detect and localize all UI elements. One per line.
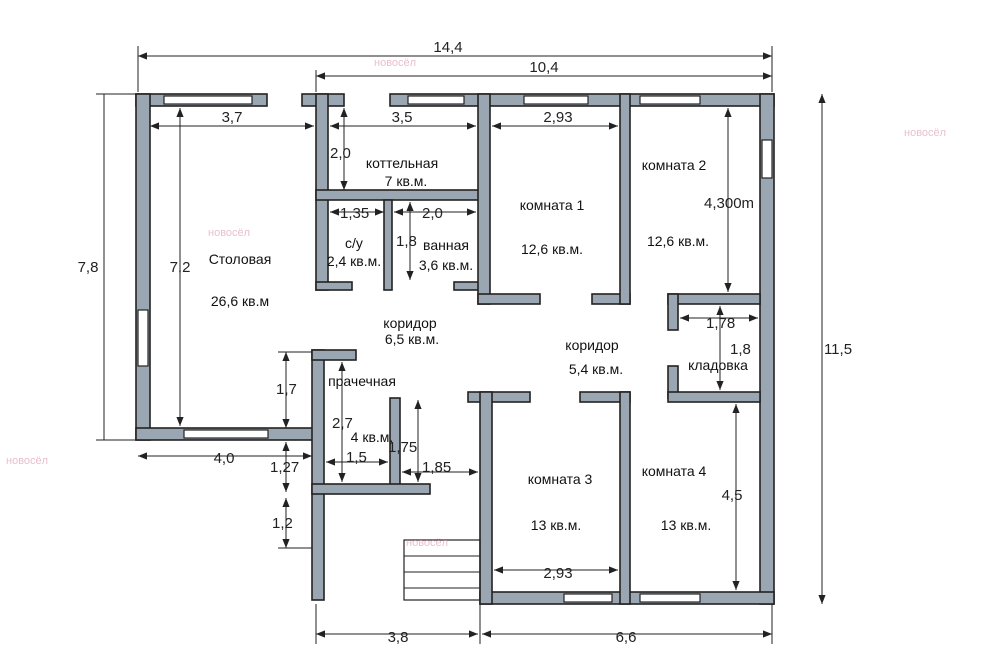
wall-room3-top-left [467, 391, 531, 403]
room-wc-name: с/у [345, 235, 363, 251]
dim-porch-height: 1,2 [272, 515, 293, 532]
wall-storage-left-upper [667, 293, 679, 331]
room-laundry-area: 4 кв.м. [351, 429, 394, 445]
room-boiler-name: коттельная [366, 155, 438, 171]
room-4-name: комната 4 [642, 463, 707, 479]
watermark-3: новосёл [208, 227, 250, 239]
room-corridor1-area: 6,5 кв.м. [385, 331, 439, 347]
dim-dining-height: 7,2 [170, 259, 191, 276]
room-3-area: 13 кв.м. [531, 517, 581, 533]
wall-laundry-top [311, 349, 357, 361]
window-boiler-top [407, 95, 465, 105]
dim-room4-height: 4,5 [722, 487, 743, 504]
room-wc-area: 2,4 кв.м. [327, 253, 381, 269]
room-2-area: 12,6 кв.м. [647, 233, 709, 249]
room-storage-name: кладовка [688, 357, 748, 373]
watermark-logo-text: новосёл [6, 455, 48, 467]
dim-room1-width: 2,93 [543, 109, 572, 126]
window-dining-bottom [183, 429, 269, 439]
dim-wc-width: 1,35 [340, 205, 369, 222]
watermark-logo-text: новосёл [904, 127, 946, 139]
wall-room3-left [479, 391, 493, 605]
watermark-4: новосёл [6, 455, 48, 467]
watermark-logo-text: новосёл [374, 57, 416, 69]
porch-outline [403, 539, 481, 601]
room-labels: коттельная 7 кв.м. Столовая 26,6 кв.м с/… [209, 155, 748, 533]
dim-room3-width: 2,93 [543, 565, 572, 582]
dim-total-width: 14,4 [433, 39, 462, 56]
wall-laundry-left [311, 349, 325, 601]
watermark-logo-text: новосёл [406, 537, 448, 549]
dim-laundry-width: 1,5 [346, 449, 367, 466]
watermark-2: новосёл [904, 127, 946, 139]
wall-bath-bottom-stub [315, 281, 353, 291]
wall-bath2-bottom-stub [453, 281, 481, 291]
dim-storage-width: 1,78 [706, 315, 735, 332]
window-dining-top [163, 95, 253, 105]
dim-left-height: 7,8 [78, 259, 99, 276]
room-dining-area: 26,6 кв.м [211, 293, 269, 309]
room-corridor1-name: коридор [383, 315, 437, 331]
room-boiler-area: 7 кв.м. [385, 173, 428, 189]
dim-boiler-height: 2,0 [330, 145, 351, 162]
dim-hall-nook-width: 1,85 [422, 459, 451, 476]
room-1-area: 12,6 кв.м. [521, 241, 583, 257]
dim-laundry-mid: 1,27 [270, 459, 299, 476]
wall-left-outer [135, 93, 151, 441]
wall-storage-bottom [667, 391, 761, 403]
room-dining-name: Столовая [209, 251, 272, 267]
windows [137, 95, 773, 603]
wall-room1-room2 [619, 93, 631, 305]
dim-laundry-upper: 1,7 [276, 381, 297, 398]
wall-bath-divider [383, 199, 393, 291]
dim-dining-bottom: 4,0 [214, 450, 235, 467]
watermark-logo-text: новосёл [208, 227, 250, 239]
room-corridor2-name: коридор [565, 337, 619, 353]
dim-dining-width: 3,7 [222, 109, 243, 126]
window-room1-top [523, 95, 589, 105]
room-3-name: комната 3 [528, 471, 593, 487]
dim-hall-nook-height: 1,75 [388, 439, 417, 456]
room-1-name: комната 1 [520, 197, 585, 213]
dim-bath-height: 1,8 [396, 233, 417, 250]
room-4-area: 13 кв.м. [661, 517, 711, 533]
room-laundry-name: прачечная [328, 373, 396, 389]
dim-laundry-height: 2,7 [332, 415, 353, 432]
dim-bottom-right: 6,6 [616, 629, 637, 646]
window-dining-left [137, 309, 149, 367]
room-2-name: комната 2 [642, 157, 707, 173]
window-room2-top [639, 95, 701, 105]
dim-room2-height: 4,300m [704, 195, 754, 212]
watermark-1: новосёл [374, 57, 416, 69]
dim-total-height: 11,5 [824, 341, 852, 358]
wall-storage-top [667, 293, 761, 305]
wall-room1-left [477, 93, 491, 305]
wall-boiler-bottom [315, 189, 489, 201]
window-room3-bottom [563, 593, 613, 603]
dimension-labels: 14,4 10,4 3,7 3,5 2,93 2,0 1,35 2,0 1,8 … [78, 39, 852, 646]
room-bath-name: ванная [423, 237, 469, 253]
wall-room3-room4 [619, 391, 631, 605]
dim-boiler-width: 3,5 [392, 109, 413, 126]
room-bath-area: 3,6 кв.м. [419, 257, 473, 273]
wall-room1-bottom-left [477, 293, 541, 305]
window-room4-bottom [639, 593, 701, 603]
watermarks: новосёл новосёл новосёл новосёл новосёл [6, 57, 946, 549]
dim-bottom-left: 3,8 [388, 629, 409, 646]
dim-house-width: 10,4 [529, 59, 558, 76]
dim-bath-width: 2,0 [422, 205, 443, 222]
window-room2-right [761, 139, 773, 179]
dimension-lines [96, 46, 826, 644]
dim-storage-height: 1,8 [730, 341, 751, 358]
room-corridor2-area: 5,4 кв.м. [569, 361, 623, 377]
wall-laundry-bottom [311, 483, 431, 495]
watermark-5: новосёл [406, 537, 448, 549]
